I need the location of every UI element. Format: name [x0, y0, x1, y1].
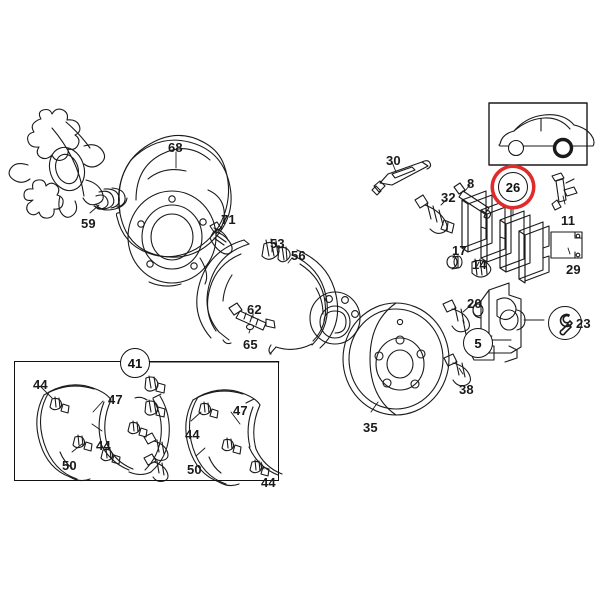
brake-pad-set-part — [461, 190, 550, 284]
label-62: 62 — [247, 302, 262, 317]
label-50-b: 50 — [187, 462, 202, 477]
rotor-locating-screw-part — [443, 353, 472, 387]
label-44-b: 44 — [96, 438, 111, 453]
parking-brake-kit-contents — [36, 375, 283, 487]
label-65: 65 — [243, 337, 258, 352]
label-71: 71 — [221, 212, 236, 227]
pad-retaining-spring-part — [551, 172, 578, 211]
label-68: 68 — [168, 140, 183, 155]
label-53: 53 — [270, 236, 285, 251]
label-44-c: 44 — [185, 427, 200, 442]
guide-pin-bolt-part — [414, 194, 455, 235]
wheel-hub-carrier-part — [8, 108, 128, 219]
brake-backing-plate-part — [115, 134, 232, 287]
label-32: 32 — [441, 190, 456, 205]
label-56: 56 — [291, 248, 306, 263]
label-20: 20 — [467, 296, 482, 311]
label-47-b: 47 — [233, 403, 248, 418]
brake-disc-rotor-part — [342, 302, 450, 416]
label-14: 14 — [472, 257, 487, 272]
parking-brake-kit-box — [14, 361, 279, 481]
label-44-a: 44 — [33, 377, 48, 392]
label-11: 11 — [561, 213, 576, 228]
label-8: 8 — [467, 176, 475, 191]
label-17: 17 — [452, 243, 467, 258]
parking-brake-shoe-assembly — [196, 238, 339, 355]
leader-lines — [39, 151, 571, 470]
label-59: 59 — [81, 216, 96, 231]
anti-squeal-shim-part — [550, 231, 583, 259]
guide-pin-bushing-parts — [446, 255, 492, 278]
label-50-a: 50 — [62, 458, 77, 473]
vehicle-location-illustration — [488, 102, 595, 166]
caliper-guide-pin-part — [453, 182, 492, 219]
label-23: 23 — [576, 316, 591, 331]
label-44-d: 44 — [261, 475, 276, 490]
label-29: 29 — [566, 262, 581, 277]
label-47-a: 47 — [108, 392, 123, 407]
label-38: 38 — [459, 382, 474, 397]
label-30: 30 — [386, 153, 401, 168]
wheel-hub-flange-part — [309, 291, 361, 345]
label-35: 35 — [363, 420, 378, 435]
wrench-icon[interactable] — [548, 306, 582, 340]
callout-41[interactable]: 41 — [120, 348, 150, 378]
callout-26[interactable]: 26 — [498, 172, 528, 202]
callout-5[interactable]: 5 — [463, 328, 493, 358]
pad-wear-sensor-part — [371, 160, 432, 196]
